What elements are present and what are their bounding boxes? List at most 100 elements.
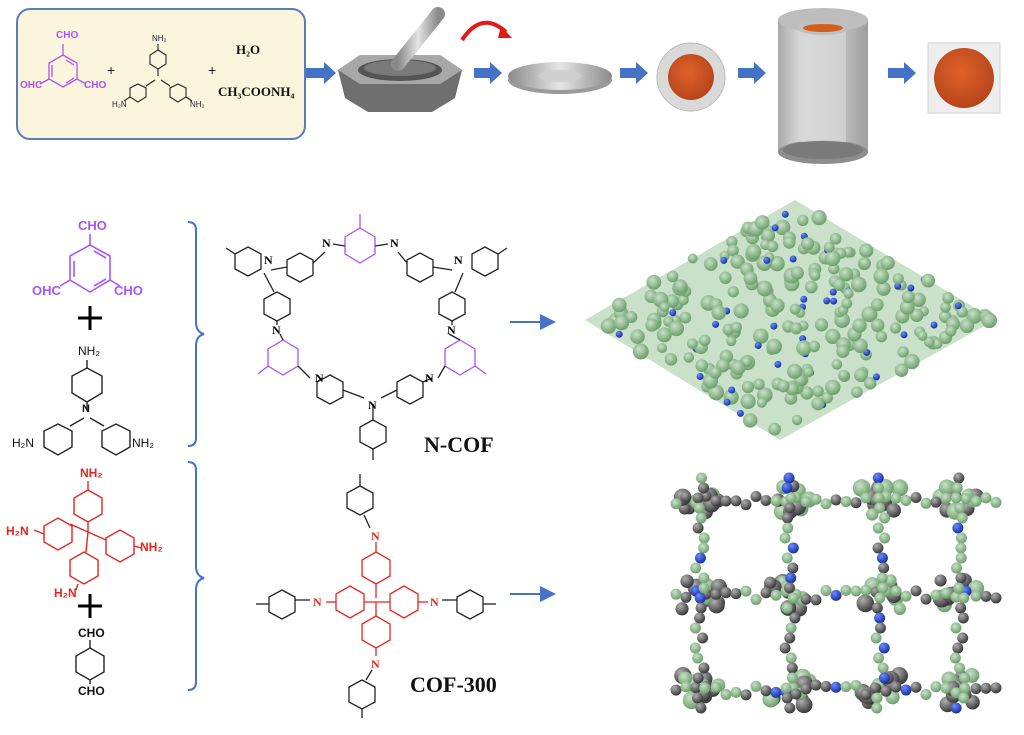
linker-atom [694,592,706,604]
carbon-atom [852,318,867,333]
linker-atom [955,552,967,564]
linker-atom [872,542,884,554]
linker-atom [779,532,791,544]
linker-atom [690,682,702,694]
carbon-atom [755,215,770,230]
linker-atom [785,652,797,664]
nitrogen-atom [736,409,744,417]
cof300-structure-model [670,472,1002,714]
linker-atom [940,682,952,694]
nitrogen-atom [771,224,779,232]
nitrogen-atom [954,302,962,310]
linker-atom [830,494,842,506]
linker-atom [920,593,932,605]
linker-atom [779,642,791,654]
linker-atom [690,562,702,574]
linker-atom [876,552,888,564]
linker-atom [952,522,964,534]
carbon-atom [797,214,809,227]
linker-atom [957,632,969,644]
linker-atom [959,672,971,684]
carbon-atom [600,318,617,334]
carbon-atom [808,340,821,353]
linker-atom [930,681,942,693]
linker-atom [910,681,922,693]
carbon-atom [727,286,739,298]
linker-atom [869,682,881,694]
carbon-atom [740,393,756,409]
arrow-2 [474,62,502,84]
carbon-atom [687,253,698,264]
linker-atom [890,492,902,504]
ammonium-acetate-label: CH₃COONH₄ [218,84,295,99]
linker-atom [955,602,967,614]
linker-atom [820,585,832,597]
tetraamine-h2n-bottom: H₂N [54,586,77,600]
carbon-atom [614,315,630,331]
reagent-box [16,8,306,140]
arrow-4 [738,62,766,84]
carbon-atom [800,386,814,400]
linker-atom [874,592,886,604]
linker-atom [697,632,709,644]
nitrogen-atom [930,321,938,329]
carbon-atom [704,257,718,271]
carbon-atom [800,237,815,251]
linker-atom [785,622,797,634]
mini-aldehyde-structure [39,44,87,88]
carbon-atom [825,379,841,396]
linker-atom [786,662,798,674]
arrow-3 [620,62,648,84]
linker-atom [874,622,886,634]
linker-atom [770,589,782,601]
linker-atom [980,590,992,602]
linker-atom [810,594,822,606]
linker-atom [953,582,965,594]
nitrogen-atom [781,210,789,218]
carbon-atom [657,343,668,354]
linker-atom [954,502,966,514]
linker-atom [740,499,752,511]
n-atom: N [272,323,281,337]
carbon-atom [789,303,801,315]
linker-atom [689,622,701,634]
carbon-atom [730,321,742,334]
tapa-nh2-top: NH₂ [78,344,100,358]
linker-atom [900,494,912,506]
carbon-atom [981,312,997,329]
carbon-atom [940,301,951,313]
carbon-atom [699,334,711,346]
nitrogen-atom [823,297,831,305]
linker-atom [954,662,966,674]
carbon-atom [959,318,975,334]
linker-atom [820,498,832,510]
linker-atom [784,702,796,714]
mini-cho-right: CHO [84,80,107,91]
tetraamine-nh2-right: NH₂ [140,540,163,554]
linker-atom [878,672,890,684]
linker-atom [695,702,707,714]
linker-atom [760,685,772,697]
linker-atom [784,632,796,644]
carbon-atom [774,219,791,236]
linker-atom [800,496,812,508]
terephthalaldehyde-cho-bottom: CHO [78,684,105,698]
carbon-atom [870,298,884,312]
mini-tapa-structure [123,44,193,103]
carbon-atom [679,311,692,324]
nitrogen-atom [872,373,880,381]
carbon-atom [753,328,769,344]
tapa-nh2-right: NH₂ [132,436,154,450]
carbon-atom [726,236,738,248]
linker-atom [787,562,799,574]
nitrogen-atom [789,255,797,263]
ncof-atom-spheres [600,209,997,436]
linker-atom [692,692,704,704]
linker-atom [730,588,742,600]
linker-atom [900,684,912,696]
linker-atom [970,495,982,507]
tetraamine-h2n-left: H₂N [6,524,29,538]
linker-atom [784,582,796,594]
carbon-atom [673,279,688,294]
linker-atom [692,672,704,684]
